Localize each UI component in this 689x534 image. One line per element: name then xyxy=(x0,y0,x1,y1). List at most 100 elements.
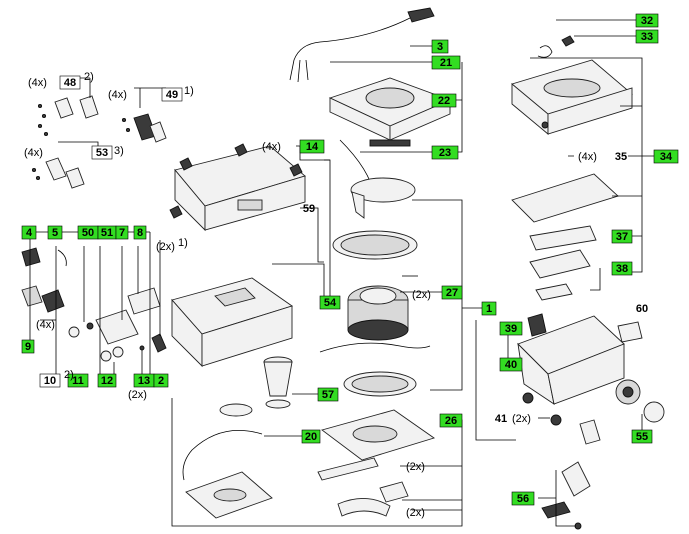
label-33: 33 xyxy=(635,29,659,44)
label-7-text: 7 xyxy=(119,227,125,239)
label-21-box xyxy=(431,55,461,70)
part-drawing-1 xyxy=(347,285,409,341)
label-39: 39 xyxy=(499,321,523,336)
label-39-box xyxy=(499,321,523,336)
part-drawing-9 xyxy=(21,285,43,307)
label-9-text: 9 xyxy=(25,341,31,353)
footnote-mark-4: 2) xyxy=(64,369,74,381)
label-5-text: 5 xyxy=(52,227,58,239)
label-40: 40 xyxy=(499,357,523,372)
qty-4x-4: (4x) xyxy=(36,319,55,331)
label-51: 51 xyxy=(97,225,117,240)
label-49: 49 xyxy=(161,87,183,102)
label-8-box xyxy=(133,225,147,240)
label-7-box xyxy=(115,225,129,240)
label-48-box xyxy=(59,75,81,90)
label-35: 35 xyxy=(615,151,627,163)
part-drawing-57 xyxy=(263,356,293,409)
part-drawing-ring-upper xyxy=(350,177,416,203)
label-2: 2 xyxy=(153,373,169,388)
label-3-text: 3 xyxy=(437,41,443,53)
label-13: 13 xyxy=(133,373,155,388)
part-drawing-49 xyxy=(121,113,167,143)
part-drawing-12 xyxy=(100,346,124,362)
label-41-text: 41 xyxy=(495,413,507,425)
label-32-text: 32 xyxy=(641,15,653,27)
label-49-text: 49 xyxy=(166,89,178,101)
label-60: 60 xyxy=(636,303,648,315)
part-drawing-3 xyxy=(289,17,411,83)
label-50-text: 50 xyxy=(82,227,94,239)
qty-4x-5: (4x) xyxy=(578,151,597,163)
part-drawing-34 xyxy=(511,59,633,135)
label-56-text: 56 xyxy=(517,493,529,505)
label-3-box xyxy=(431,39,449,54)
label-55-text: 55 xyxy=(636,431,648,443)
label-4: 4 xyxy=(21,225,37,240)
label-14-box xyxy=(299,139,325,154)
part-drawing-48 xyxy=(37,95,99,137)
label-14-text: 14 xyxy=(306,141,319,153)
label-12-box xyxy=(97,373,117,388)
label-9: 9 xyxy=(21,339,35,354)
label-56: 56 xyxy=(511,491,535,506)
part-drawing-38 xyxy=(529,249,591,279)
label-34-text: 34 xyxy=(660,151,673,163)
label-32-box xyxy=(635,13,659,28)
label-57: 57 xyxy=(317,387,339,402)
part-drawing-37 xyxy=(511,173,619,223)
part-drawing-14 xyxy=(169,143,306,232)
label-20: 20 xyxy=(301,429,321,444)
label-12-text: 12 xyxy=(101,375,113,387)
label-41: 41 xyxy=(495,413,507,425)
label-11-box xyxy=(67,373,89,388)
label-38-box xyxy=(611,261,633,276)
label-38-text: 38 xyxy=(616,263,628,275)
qty-2x-4: (2x) xyxy=(406,461,425,473)
footnote-mark-0: 2) xyxy=(84,71,94,83)
part-drawing-53 xyxy=(31,157,85,189)
label-23-box xyxy=(431,145,459,160)
label-26: 26 xyxy=(439,413,463,428)
label-51-text: 51 xyxy=(101,227,113,239)
label-34-box xyxy=(653,149,679,164)
qty-4x-3: (4x) xyxy=(262,141,281,153)
label-2-text: 2 xyxy=(158,375,164,387)
label-50: 50 xyxy=(77,225,99,240)
label-40-text: 40 xyxy=(505,359,517,371)
label-27-box xyxy=(441,285,463,300)
qty-4x-1: (4x) xyxy=(108,89,127,101)
part-drawing-10 xyxy=(41,289,65,313)
qty-2x-5: (2x) xyxy=(406,507,425,519)
part-drawing-2 xyxy=(139,333,167,353)
label-38: 38 xyxy=(611,261,633,276)
label-40-box xyxy=(499,357,523,372)
label-53: 53 xyxy=(91,145,113,160)
label-37-text: 37 xyxy=(616,231,628,243)
label-21-text: 21 xyxy=(440,57,452,69)
label-1: 1 xyxy=(481,301,497,316)
qty-4x-0: (4x) xyxy=(28,77,47,89)
label-26-text: 26 xyxy=(445,415,457,427)
label-5: 5 xyxy=(47,225,63,240)
label-54-box xyxy=(319,295,341,310)
label-39-text: 39 xyxy=(505,323,517,335)
part-drawing-54 xyxy=(171,277,294,368)
footnote-mark-2: 3) xyxy=(114,145,124,157)
label-48: 48 xyxy=(59,75,81,90)
part-drawing-8 xyxy=(127,287,161,315)
label-22-text: 22 xyxy=(438,95,450,107)
qty-4x-2: (4x) xyxy=(24,147,43,159)
label-10-text: 10 xyxy=(44,375,56,387)
label-8-text: 8 xyxy=(137,227,143,239)
qty-2x-1: (2x) xyxy=(412,289,431,301)
label-1-box xyxy=(481,301,497,316)
label-1-text: 1 xyxy=(486,303,492,315)
part-drawing-56 xyxy=(541,461,591,530)
label-60-text: 60 xyxy=(636,303,648,315)
label-32: 32 xyxy=(635,13,659,28)
part-drawing-5 xyxy=(57,249,67,267)
part-drawing-22 xyxy=(328,77,452,147)
